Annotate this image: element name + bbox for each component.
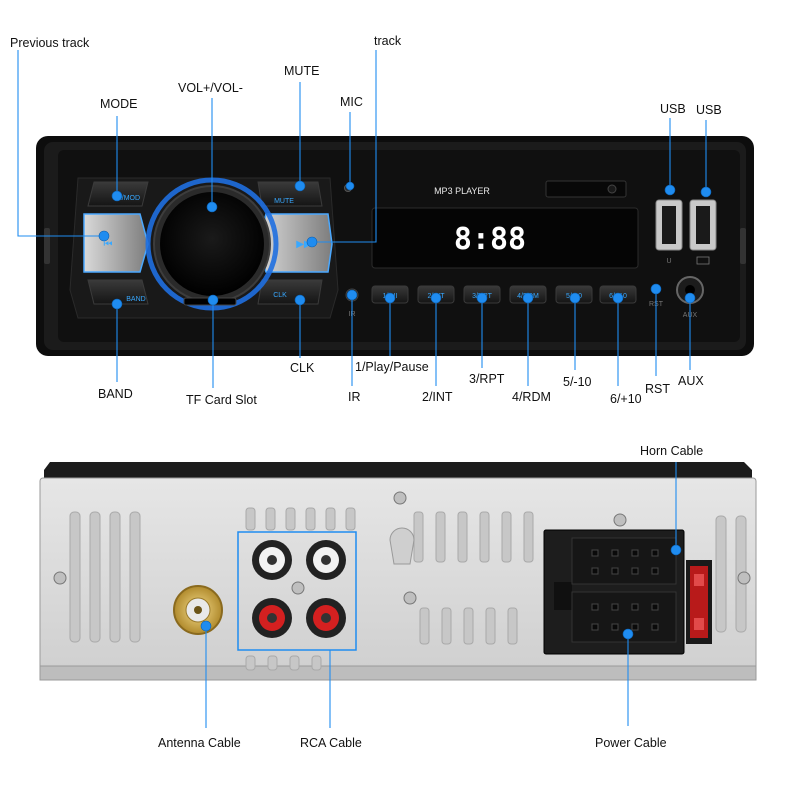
back-callout-labels: Horn Cable Antenna Cable RCA Cable Power…	[158, 444, 703, 750]
iso-connector[interactable]	[543, 529, 685, 655]
label-mode: MODE	[100, 97, 138, 111]
label-power-cable: Power Cable	[595, 736, 667, 750]
dot-horn-cable	[670, 544, 682, 556]
label-usb-left: USB	[660, 102, 686, 116]
label-play-pause: 1/Play/Pause	[355, 360, 429, 374]
rca-jack-red-left[interactable]	[252, 598, 292, 638]
dot-preset-6	[612, 292, 624, 304]
mute-button[interactable]: MUTE	[257, 181, 323, 207]
front-callout-leaders	[17, 50, 712, 388]
antenna-connector[interactable]	[173, 585, 223, 635]
dot-clk	[294, 294, 306, 306]
label-mute: MUTE	[284, 64, 319, 78]
dot-usb-left	[664, 184, 676, 196]
dot-ir	[346, 289, 358, 301]
leader-track	[312, 50, 377, 243]
usb-mark: U	[666, 258, 671, 265]
dot-preset-3	[476, 292, 488, 304]
back-bottom-edge	[39, 665, 757, 681]
band-button-label: BAND	[126, 296, 145, 303]
lcd-text: 8:88	[454, 222, 526, 257]
iso-pins	[591, 549, 659, 631]
mode-button-label: M/MOD	[116, 195, 140, 202]
back-top-lip	[44, 462, 752, 480]
right-side-tab	[740, 228, 746, 264]
label-rdm: 4/RDM	[512, 390, 551, 404]
label-rpt: 3/RPT	[469, 372, 505, 386]
dot-previous-track	[98, 230, 110, 242]
usb-port-right[interactable]	[689, 199, 717, 251]
rca-jack-red-right[interactable]	[306, 598, 346, 638]
front-panel: M/MOD MUTE ⏮ ▶▶ BAND	[36, 136, 754, 356]
clk-button-label: CLK	[273, 292, 287, 299]
vent-slots-top	[245, 507, 534, 563]
rca-highlight-box	[237, 531, 357, 651]
top-slot-hole	[607, 184, 617, 194]
vent-slots-left	[69, 511, 141, 643]
label-rca-cable: RCA Cable	[300, 736, 362, 750]
previous-track-button[interactable]: ⏮	[83, 213, 149, 273]
rca-jack-white-left[interactable]	[252, 540, 292, 580]
dot-tf	[207, 294, 219, 306]
clk-button[interactable]: CLK	[257, 279, 323, 305]
dot-power-cable	[622, 628, 634, 640]
label-vol: VOL+/VOL-	[178, 81, 243, 95]
aux-jack[interactable]	[676, 276, 704, 304]
dot-rst	[650, 283, 662, 295]
label-tf-card-slot: TF Card Slot	[186, 393, 257, 407]
dot-mute	[294, 180, 306, 192]
top-slot	[545, 180, 627, 198]
usb-port-left[interactable]	[655, 199, 683, 251]
dot-preset-4	[522, 292, 534, 304]
label-mic: MIC	[340, 95, 363, 109]
dot-preset-5	[569, 292, 581, 304]
label-ir: IR	[348, 390, 361, 404]
dot-track	[306, 236, 318, 248]
leader-previous-track	[17, 50, 104, 237]
label-aux: AUX	[678, 374, 704, 388]
dot-aux	[684, 292, 696, 304]
next-icon: ▶▶	[296, 239, 312, 250]
volume-knob[interactable]	[145, 177, 279, 311]
label-int: 2/INT	[422, 390, 453, 404]
screws	[53, 491, 751, 605]
dot-preset-1	[384, 292, 396, 304]
dot-mic	[345, 181, 355, 191]
label-clk: CLK	[290, 361, 315, 375]
left-side-tab	[44, 228, 50, 264]
label-minus10: 5/-10	[563, 375, 592, 389]
previous-icon: ⏮	[104, 239, 113, 250]
battery-icon	[696, 256, 710, 265]
rca-jack-white-right[interactable]	[306, 540, 346, 580]
label-previous-track: Previous track	[10, 36, 90, 50]
mute-button-label: MUTE	[274, 198, 294, 205]
control-cluster: M/MOD MUTE ⏮ ▶▶ BAND	[69, 177, 339, 319]
label-plus10: 6/+10	[610, 392, 642, 406]
dot-antenna-cable	[200, 620, 212, 632]
dot-preset-2	[430, 292, 442, 304]
lcd-display	[371, 207, 639, 269]
label-rst: RST	[645, 382, 670, 396]
front-callout-labels: Previous track MODE VOL+/VOL- MUTE track…	[10, 34, 722, 407]
dot-mode	[111, 190, 123, 202]
dot-vol	[206, 201, 218, 213]
fuse-holder[interactable]	[686, 560, 712, 644]
label-band: BAND	[98, 387, 133, 401]
display-title: MP3 PLAYER	[434, 186, 490, 196]
dot-usb-right	[700, 186, 712, 198]
vent-slots-bottom	[245, 607, 518, 671]
band-button[interactable]: BAND	[87, 279, 149, 305]
label-track: track	[374, 34, 402, 48]
back-callout-leaders	[200, 462, 682, 728]
label-horn-cable: Horn Cable	[640, 444, 703, 458]
dot-band	[111, 298, 123, 310]
label-antenna-cable: Antenna Cable	[158, 736, 241, 750]
keyhole-cutout	[389, 527, 415, 565]
label-usb-right: USB	[696, 103, 722, 117]
back-panel	[39, 462, 757, 681]
